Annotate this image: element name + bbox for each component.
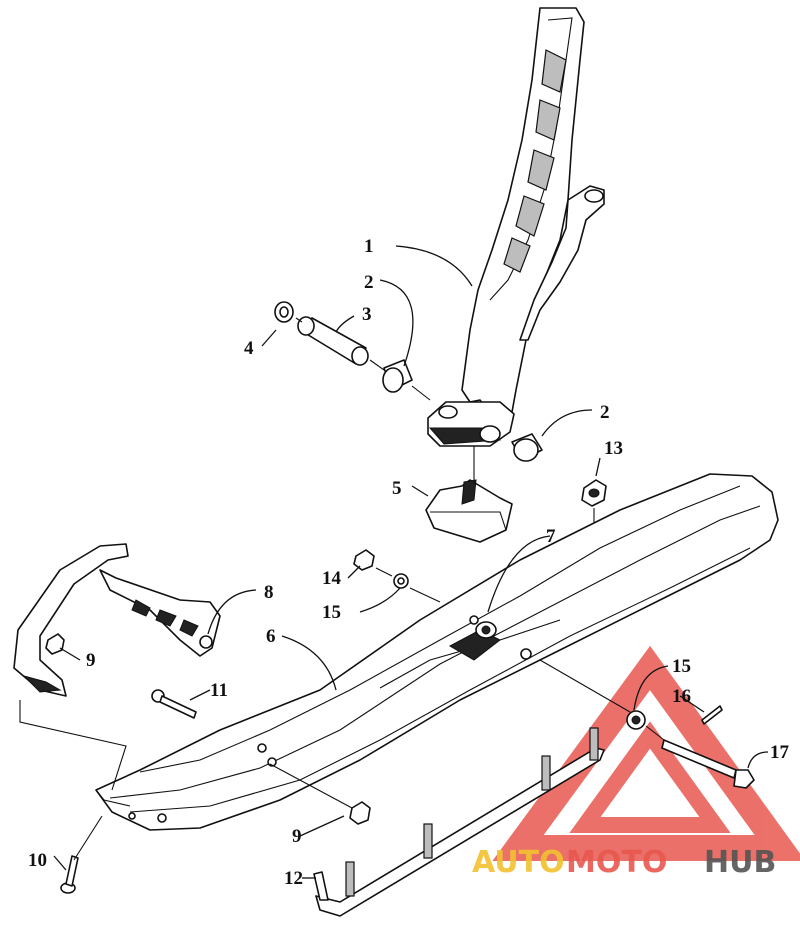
lock-nut-top (581, 479, 607, 507)
callout-17: 17 (770, 742, 790, 763)
callout-11: 11 (210, 680, 228, 701)
watermark-text: AUTO MOTO HUB (472, 845, 776, 880)
callout-8: 8 (264, 582, 274, 603)
assembly-axis-lower (19, 700, 353, 861)
bolt-17 (661, 739, 755, 789)
callout-15-left: 15 (322, 602, 341, 623)
nut-14 (353, 549, 375, 571)
callout-4: 4 (244, 338, 254, 359)
washer-small (274, 301, 294, 323)
carbide-runner (313, 727, 605, 917)
bushing-left (382, 359, 413, 393)
callout-14: 14 (322, 568, 342, 589)
assembly-axis-upper (295, 317, 431, 401)
nut-9-left (45, 633, 65, 655)
leader-lines (53, 245, 769, 879)
callout-1: 1 (364, 236, 374, 257)
bushing-right (511, 433, 543, 462)
watermark-moto: MOTO (566, 845, 667, 880)
callout-5: 5 (392, 478, 402, 499)
callout-7: 7 (546, 526, 556, 547)
callout-13: 13 (604, 438, 623, 459)
ski-body (95, 473, 779, 831)
bolt-washer-center (475, 621, 497, 639)
bolt-10 (60, 855, 79, 894)
assembly-axis-side (375, 567, 665, 741)
callout-9-left: 9 (86, 650, 96, 671)
callout-2-upper: 2 (364, 272, 374, 293)
callout-16: 16 (672, 686, 691, 707)
callout-10: 10 (28, 850, 47, 871)
callout-3: 3 (362, 304, 372, 325)
nut-9-bottom (349, 801, 371, 825)
washer-15-left (393, 573, 409, 589)
washer-15-right (626, 710, 646, 730)
spindle-part (427, 7, 605, 447)
callout-15-right: 15 (672, 656, 691, 677)
callout-2-right: 2 (600, 402, 610, 423)
ski-handle (13, 543, 221, 697)
watermark-auto: AUTO (472, 845, 565, 880)
cotter-pin-16 (701, 705, 723, 725)
callout-12: 12 (284, 868, 303, 889)
callout-6: 6 (266, 626, 276, 647)
bolt-11 (151, 689, 197, 719)
spacer-tube (297, 316, 369, 366)
watermark-logo (492, 645, 800, 861)
wear-pad (425, 479, 513, 543)
callout-9-bottom: 9 (292, 826, 302, 847)
watermark-hub: HUB (704, 845, 776, 880)
